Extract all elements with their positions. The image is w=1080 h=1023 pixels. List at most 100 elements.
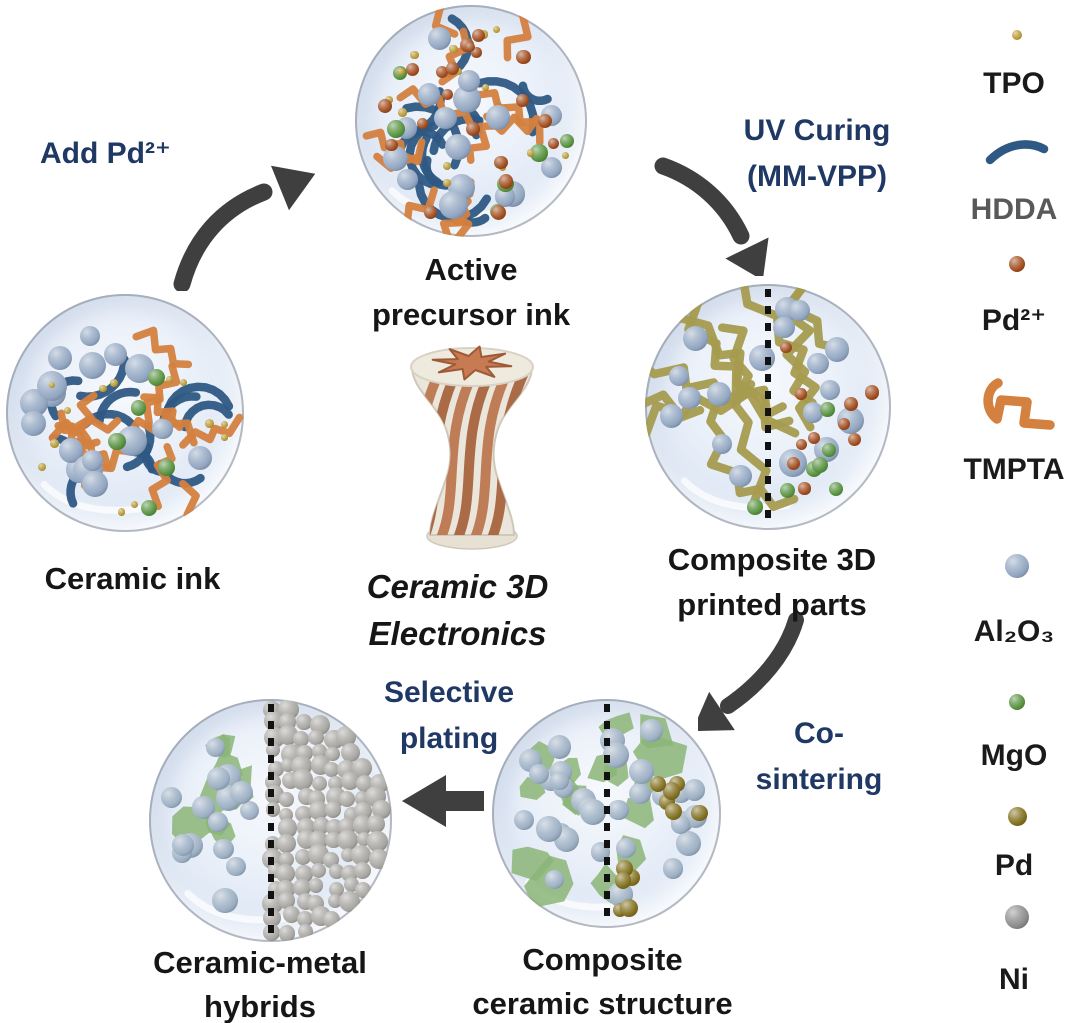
particle [614,872,632,889]
particle [795,438,807,450]
particle [559,134,574,149]
particle [454,67,463,75]
particle [192,796,215,819]
particle [278,892,295,910]
particle [616,838,637,859]
particle [78,351,106,379]
particle [773,316,795,338]
particle [366,815,385,833]
add-pd-arrow-icon [173,165,316,291]
particle [322,910,341,928]
particle [328,881,344,897]
particle [166,375,174,383]
particle [279,925,296,942]
printed-part-image [410,345,534,550]
particle [819,379,840,400]
particle [103,342,128,367]
particle [729,464,752,487]
particle [337,829,358,851]
selective-plating-step-label: Selective plating [350,670,548,762]
particle [828,481,843,496]
particle [811,457,829,474]
step-label-line: Selective [383,676,515,709]
step-label-line: UV Curing [743,114,891,147]
particle [821,442,837,458]
pd-sphere-icon [1007,806,1027,826]
particle [435,65,449,79]
particle [296,714,312,730]
particle [434,106,457,130]
step-label-line: sintering [755,763,883,796]
half-divider-dashed-line [765,288,771,526]
particle [152,419,173,440]
node-label-line: hybrids [204,989,316,1023]
ceramic-ink-circle [6,294,244,532]
particle [20,411,47,437]
particle [369,849,389,869]
particle [439,190,469,220]
particle [465,122,480,136]
particle [464,41,475,52]
particle [324,746,340,762]
tpo-sphere-icon [1012,30,1022,40]
legend-label-hdda: HDDA [970,193,1058,226]
particle [312,817,330,835]
composite-printed-circle [645,284,891,530]
particle [48,381,56,389]
particle [310,862,326,878]
particle [276,863,296,883]
particle [311,775,328,792]
particle [498,174,514,189]
particle [683,326,709,352]
particle [221,434,228,441]
particle [807,432,821,445]
node-label-line: Electronics [368,615,547,652]
particle [308,878,324,894]
step-label-line: plating [399,722,499,755]
legend-label-tmpta: TMPTA [963,453,1065,486]
particle [343,877,359,893]
node-label-line: Composite 3D [667,542,877,577]
particle [795,388,807,400]
particle [492,26,500,34]
mgo-sphere-icon [1009,694,1025,710]
particle [662,858,683,879]
particle [608,799,629,821]
particle [678,386,701,410]
particle [384,138,398,152]
particle [628,759,654,785]
particle [179,379,187,387]
particle [355,881,372,898]
legend-label-alo: Al₂O₃ [973,615,1055,648]
composite-ceramic-label: Composite ceramic structure [435,938,770,1023]
particle [204,419,214,429]
particle [529,764,550,785]
particle [690,804,708,822]
step-label-line: Add Pd²⁺ [40,137,171,170]
particle [230,781,254,805]
particle [550,771,569,791]
particle [324,800,342,818]
particle [372,799,391,819]
particle [789,299,811,322]
particle [620,898,638,917]
particle [410,50,419,60]
particle [669,365,690,386]
particle [397,67,405,76]
ceramic-metal-hybrids-label: Ceramic-metal hybrids [100,941,420,1023]
particle [158,459,176,476]
node-label-line: Ceramic-metal [153,945,367,980]
legend-label-mgo: MgO [980,739,1048,772]
particle [541,156,563,178]
particle [417,83,441,106]
particle [277,818,298,838]
node-label-line: Active [424,252,518,287]
particle [309,801,328,820]
alo-sphere-icon [1005,554,1029,578]
particle [47,346,73,371]
particle [798,482,811,495]
step-label-line: (MM-VPP) [747,160,887,193]
particle [516,49,531,65]
